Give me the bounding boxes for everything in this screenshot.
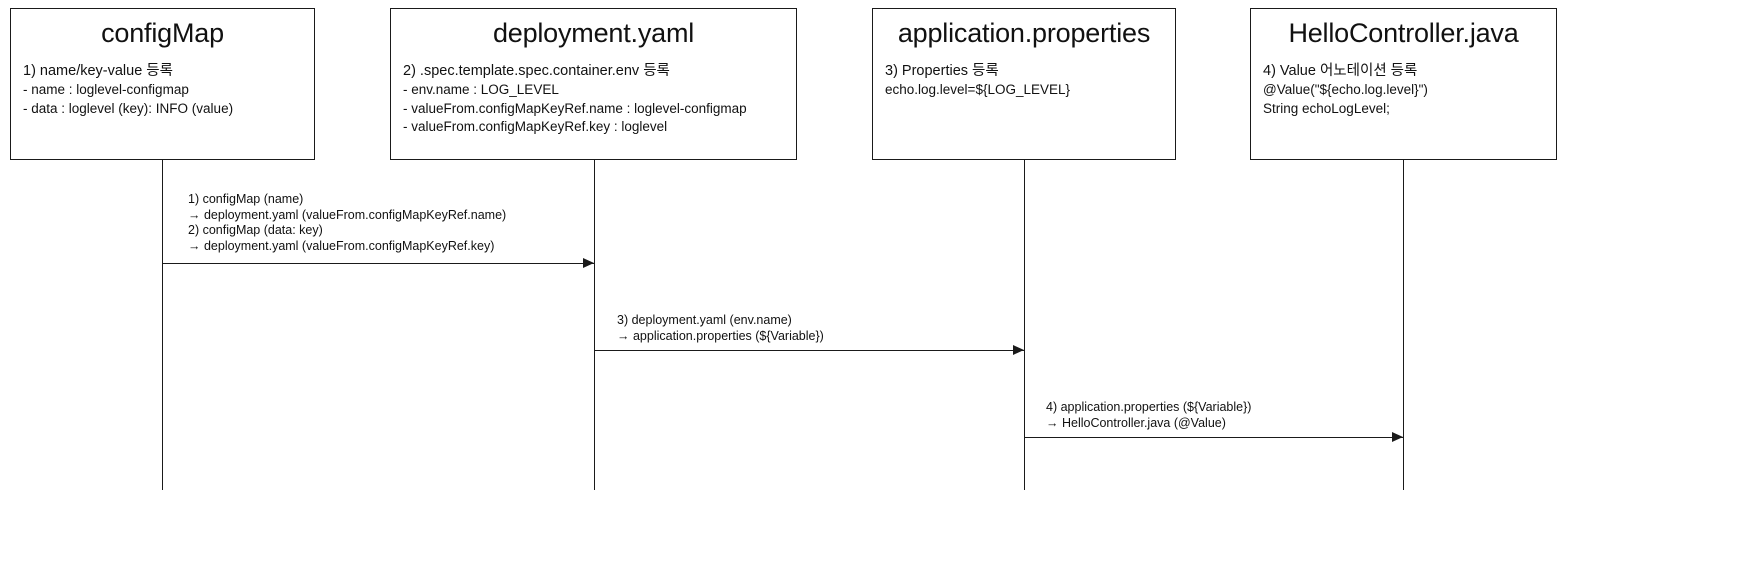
lifeline-hellocontroller-java: [1403, 160, 1404, 490]
participant-body-hellocontroller-java: 4) Value 어노테이션 등록 @Value("${echo.log.lev…: [1263, 61, 1556, 118]
message-arrow-msg-3: [1024, 437, 1403, 438]
participant-line: 1) name/key-value 등록: [23, 63, 173, 79]
participant-box-hellocontroller-java: HelloController.java 4) Value 어노테이션 등록 @…: [1250, 8, 1557, 160]
message-line: 4) application.properties (${Variable}): [1046, 400, 1252, 414]
message-arrow-msg-2: [594, 350, 1024, 351]
participant-body-application-properties: 3) Properties 등록 echo.log.level=${LOG_LE…: [885, 61, 1175, 100]
participant-line: 2) .spec.template.spec.container.env 등록: [403, 63, 670, 79]
participant-line: String echoLogLevel;: [1263, 100, 1390, 116]
participant-box-configmap: configMap 1) name/key-value 등록 - name : …: [10, 8, 315, 160]
participant-line: - env.name : LOG_LEVEL: [403, 82, 559, 97]
message-arrowhead-msg-1: [583, 258, 594, 268]
participant-title-configmap: configMap: [101, 18, 224, 48]
message-line: → deployment.yaml (valueFrom.configMapKe…: [188, 207, 507, 222]
message-arrow-msg-1: [162, 263, 594, 264]
participant-line: @Value("${echo.log.level}"): [1263, 82, 1428, 97]
message-label-msg-2: 3) deployment.yaml (env.name) → applicat…: [617, 313, 824, 344]
participant-line: 4) Value 어노테이션 등록: [1263, 63, 1418, 79]
participant-title-application-properties: application.properties: [897, 18, 1151, 48]
participant-line: - valueFrom.configMapKeyRef.key : loglev…: [403, 119, 668, 134]
message-label-msg-1: 1) configMap (name) → deployment.yaml (v…: [188, 192, 506, 254]
participant-line: echo.log.level=${LOG_LEVEL}: [885, 82, 1071, 97]
message-line: → HelloController.java (@Value): [1046, 415, 1226, 430]
participant-line: - name : loglevel-configmap: [23, 82, 189, 97]
message-line: 1) configMap (name): [188, 192, 304, 206]
message-arrowhead-msg-3: [1392, 432, 1403, 442]
message-line: → application.properties (${Variable}): [617, 328, 824, 343]
lifeline-deployment-yaml: [594, 160, 595, 490]
participant-title-hellocontroller-java: HelloController.java: [1288, 18, 1519, 48]
participant-box-deployment-yaml: deployment.yaml 2) .spec.template.spec.c…: [390, 8, 797, 160]
participant-line: 3) Properties 등록: [885, 63, 999, 79]
participant-line: - data : loglevel (key): INFO (value): [23, 100, 234, 116]
message-line: 3) deployment.yaml (env.name): [617, 313, 792, 327]
participant-line: - valueFrom.configMapKeyRef.name : logle…: [403, 100, 747, 116]
message-line: → deployment.yaml (valueFrom.configMapKe…: [188, 238, 495, 253]
message-arrowhead-msg-2: [1013, 345, 1024, 355]
message-label-msg-3: 4) application.properties (${Variable}) …: [1046, 400, 1251, 431]
lifeline-configmap: [162, 160, 163, 490]
message-line: 2) configMap (data: key): [188, 223, 323, 237]
participant-title-deployment-yaml: deployment.yaml: [492, 18, 695, 48]
participant-body-configmap: 1) name/key-value 등록 - name : loglevel-c…: [23, 61, 314, 118]
participant-body-deployment-yaml: 2) .spec.template.spec.container.env 등록 …: [403, 61, 796, 137]
lifeline-application-properties: [1024, 160, 1025, 490]
participant-box-application-properties: application.properties 3) Properties 등록 …: [872, 8, 1176, 160]
